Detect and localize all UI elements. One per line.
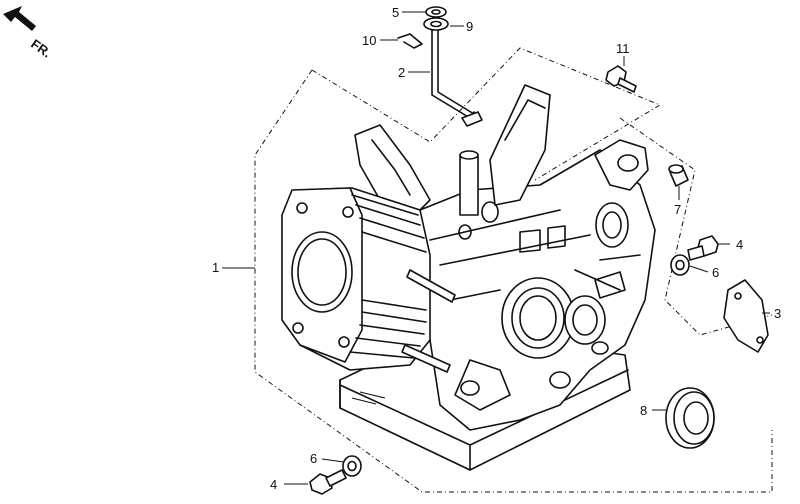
part-10-clip bbox=[397, 33, 423, 49]
callout-11: 11 bbox=[616, 41, 630, 56]
head-bolt-hole bbox=[296, 202, 308, 214]
part-5-washer bbox=[425, 6, 447, 18]
crankcase-top-outline bbox=[311, 47, 662, 181]
callout-4-right: 4 bbox=[736, 237, 743, 252]
callout-9: 9 bbox=[466, 19, 473, 34]
front-direction-indicator: FR. bbox=[3, 6, 54, 60]
callout-5: 5 bbox=[392, 5, 399, 20]
part-3-cover-plate bbox=[723, 279, 769, 353]
callout-7: 7 bbox=[674, 202, 681, 217]
side-cover-outline bbox=[619, 117, 773, 336]
crankcase-group-outline bbox=[254, 69, 773, 493]
part-2-rod bbox=[431, 27, 483, 127]
part-4-drain-bolt-bottom bbox=[309, 469, 347, 495]
cooling-fins bbox=[349, 194, 427, 359]
part-6-washer-right bbox=[670, 254, 690, 276]
leader-lines bbox=[222, 11, 770, 485]
part-9-seal bbox=[423, 17, 449, 31]
cam-bore bbox=[564, 295, 606, 345]
oil-filler-neck bbox=[459, 154, 479, 216]
callout-6-bottom: 6 bbox=[310, 451, 317, 466]
callout-3: 3 bbox=[774, 306, 781, 321]
callout-10: 10 bbox=[362, 33, 376, 48]
part-6-washer-bottom bbox=[342, 455, 362, 477]
callout-6-right: 6 bbox=[712, 265, 719, 280]
callout-4-bottom: 4 bbox=[270, 477, 277, 492]
assembly-outline bbox=[254, 47, 773, 493]
callout-8: 8 bbox=[640, 403, 647, 418]
callout-labels: 1 2 3 4 6 5 9 10 11 7 8 4 6 bbox=[212, 5, 781, 492]
cylinder-head-face bbox=[281, 187, 363, 363]
cylinder-barrel bbox=[281, 187, 456, 373]
part-4-drain-bolt-right bbox=[687, 235, 719, 261]
callout-2: 2 bbox=[398, 65, 405, 80]
governor-bore bbox=[595, 202, 629, 248]
crankcase-left-rib bbox=[354, 124, 431, 216]
callout-1: 1 bbox=[212, 260, 219, 275]
cylinder-bore bbox=[291, 231, 353, 313]
part-8-oil-seal bbox=[665, 387, 715, 449]
crankcase-right-ear bbox=[594, 139, 649, 191]
front-arrow-icon bbox=[3, 6, 36, 31]
part-7-dowel-pin bbox=[668, 164, 689, 187]
part-11-bolt bbox=[605, 65, 637, 93]
crankcase-body bbox=[339, 84, 656, 471]
front-direction-label: FR. bbox=[28, 36, 54, 60]
